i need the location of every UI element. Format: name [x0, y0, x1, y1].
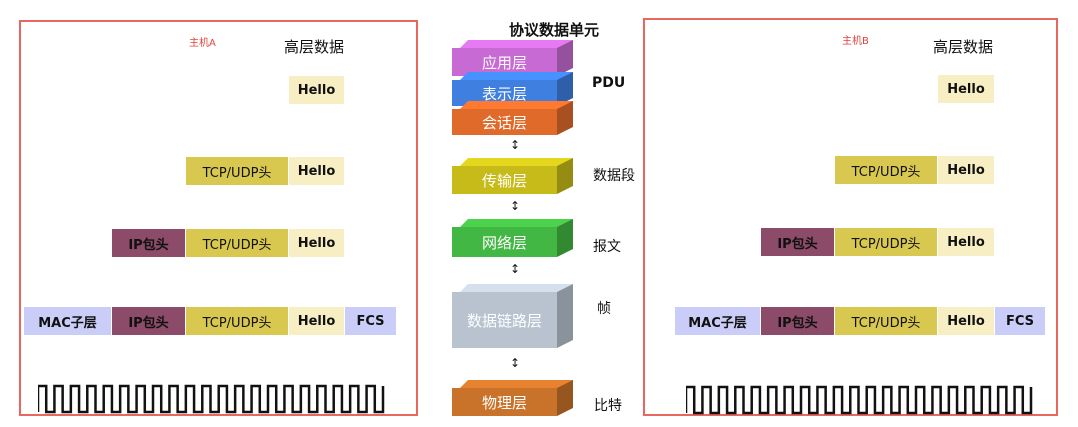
host-b-bit-signal [686, 385, 1033, 415]
packet-label: 报文 [593, 239, 621, 255]
host-b-label: 主机B [842, 36, 869, 47]
host-a-row2-tcp: TCP/UDP头 [186, 157, 288, 185]
layer-presentation-label: 表示层 [481, 84, 527, 103]
host-a-row4-ip: IP包头 [112, 307, 185, 335]
layer-session: 会话层 [452, 109, 557, 135]
host-a-bit-signal [38, 384, 385, 414]
host-a-square-wave [38, 384, 385, 414]
host-a-row4-hello: Hello [289, 307, 344, 335]
host-b-square-wave [686, 385, 1033, 415]
host-a-row4-mac: MAC子层 [24, 307, 111, 335]
host-a-row1-hello: Hello [289, 76, 344, 104]
layer-datalink: 数据链路层 [452, 292, 557, 348]
layer-session-label: 会话层 [481, 113, 527, 132]
host-a-row4-tcp: TCP/UDP头 [186, 307, 288, 335]
arrow-session-transport: ↕ [510, 138, 521, 152]
host-b-row4-tcp: TCP/UDP头 [835, 307, 937, 335]
host-b-row3-tcp: TCP/UDP头 [835, 228, 937, 256]
layer-transport-label: 传输层 [481, 171, 527, 190]
frame-label: 帧 [597, 301, 611, 317]
bit-label: 比特 [594, 398, 622, 414]
layer-physical: 物理层 [452, 388, 557, 416]
host-a-row4-fcs: FCS [345, 307, 396, 335]
layer-datalink-label: 数据链路层 [466, 311, 542, 330]
host-b-row3-hello: Hello [938, 228, 994, 256]
layer-transport: 传输层 [452, 166, 557, 194]
arrow-transport-network: ↕ [510, 199, 521, 213]
host-a-row2-hello: Hello [289, 157, 344, 185]
layer-network: 网络层 [452, 227, 557, 257]
host-b-box [643, 18, 1058, 416]
host-a-row3-hello: Hello [289, 229, 344, 257]
layer-application-label: 应用层 [481, 53, 527, 72]
host-b-row4-hello: Hello [938, 307, 994, 335]
host-b-row2-tcp: TCP/UDP头 [835, 156, 937, 184]
layer-network-label: 网络层 [481, 233, 527, 252]
host-b-row4-mac: MAC子层 [675, 307, 760, 335]
host-a-box [19, 20, 418, 416]
host-a-row3-ip: IP包头 [112, 229, 185, 257]
host-b-row3-ip: IP包头 [761, 228, 834, 256]
host-b-row2-hello: Hello [938, 156, 994, 184]
layer-physical-label: 物理层 [481, 393, 527, 412]
host-b-row1-hello: Hello [938, 75, 994, 103]
host-b-row4-fcs: FCS [995, 307, 1045, 335]
host-a-row3-tcp: TCP/UDP头 [186, 229, 288, 257]
host-a-header: 高层数据 [284, 38, 345, 56]
segment-label: 数据段 [593, 168, 635, 184]
pdu-label: PDU [592, 75, 626, 91]
diagram-title: 协议数据单元 [509, 21, 600, 39]
host-b-header: 高层数据 [933, 38, 994, 56]
host-a-label: 主机A [189, 38, 216, 49]
arrow-network-datalink: ↕ [510, 262, 521, 276]
host-b-row4-ip: IP包头 [761, 307, 834, 335]
arrow-datalink-physical: ↕ [510, 356, 521, 370]
